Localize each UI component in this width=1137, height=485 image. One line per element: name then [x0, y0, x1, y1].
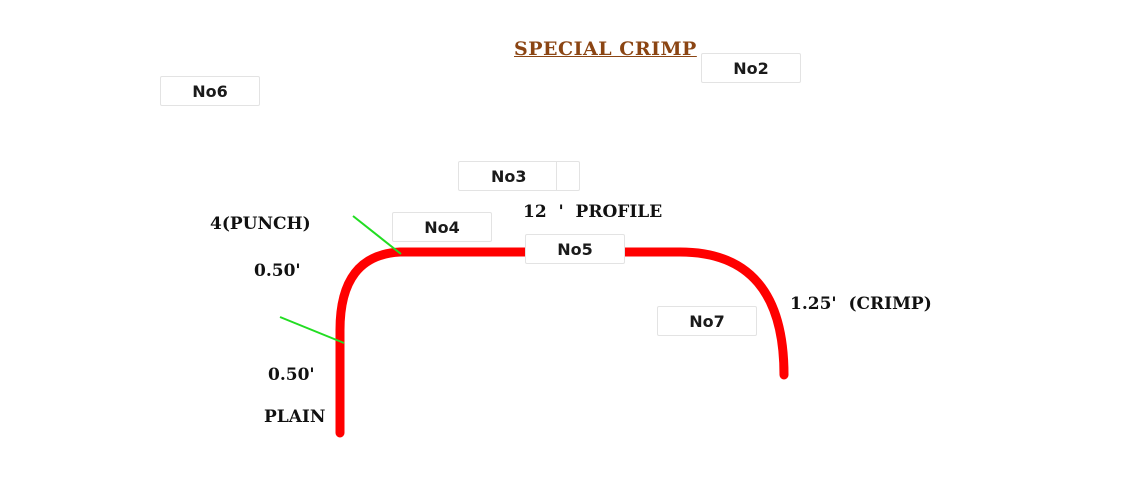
punch-label: 4(PUNCH)	[210, 214, 311, 234]
lower-dimension-label: 0.50'	[268, 365, 315, 385]
field-no5[interactable]: No5	[525, 234, 625, 264]
field-no5-label: No5	[557, 239, 593, 259]
diagram-title: SPECIAL CRIMP	[514, 38, 697, 60]
profile-label: 12 ' PROFILE	[523, 202, 663, 222]
field-no3-label: No3	[491, 166, 527, 186]
punch-marker-top	[352, 215, 402, 255]
plain-label: PLAIN	[264, 407, 326, 427]
field-no4[interactable]: No4	[392, 212, 492, 242]
upper-dimension-label: 0.50'	[254, 261, 301, 281]
field-no3[interactable]: No3	[458, 161, 580, 191]
field-no2[interactable]: No2	[701, 53, 801, 83]
punch-marker-side	[279, 316, 345, 344]
field-no3-divider	[556, 162, 557, 190]
field-no6[interactable]: No6	[160, 76, 260, 106]
field-no4-label: No4	[424, 217, 460, 237]
crimp-label: 1.25' (CRIMP)	[790, 294, 932, 314]
field-no7-label: No7	[689, 311, 725, 331]
field-no7[interactable]: No7	[657, 306, 757, 336]
field-no2-label: No2	[733, 58, 769, 78]
field-no6-label: No6	[192, 81, 228, 101]
sheet-profile-path	[335, 247, 789, 438]
